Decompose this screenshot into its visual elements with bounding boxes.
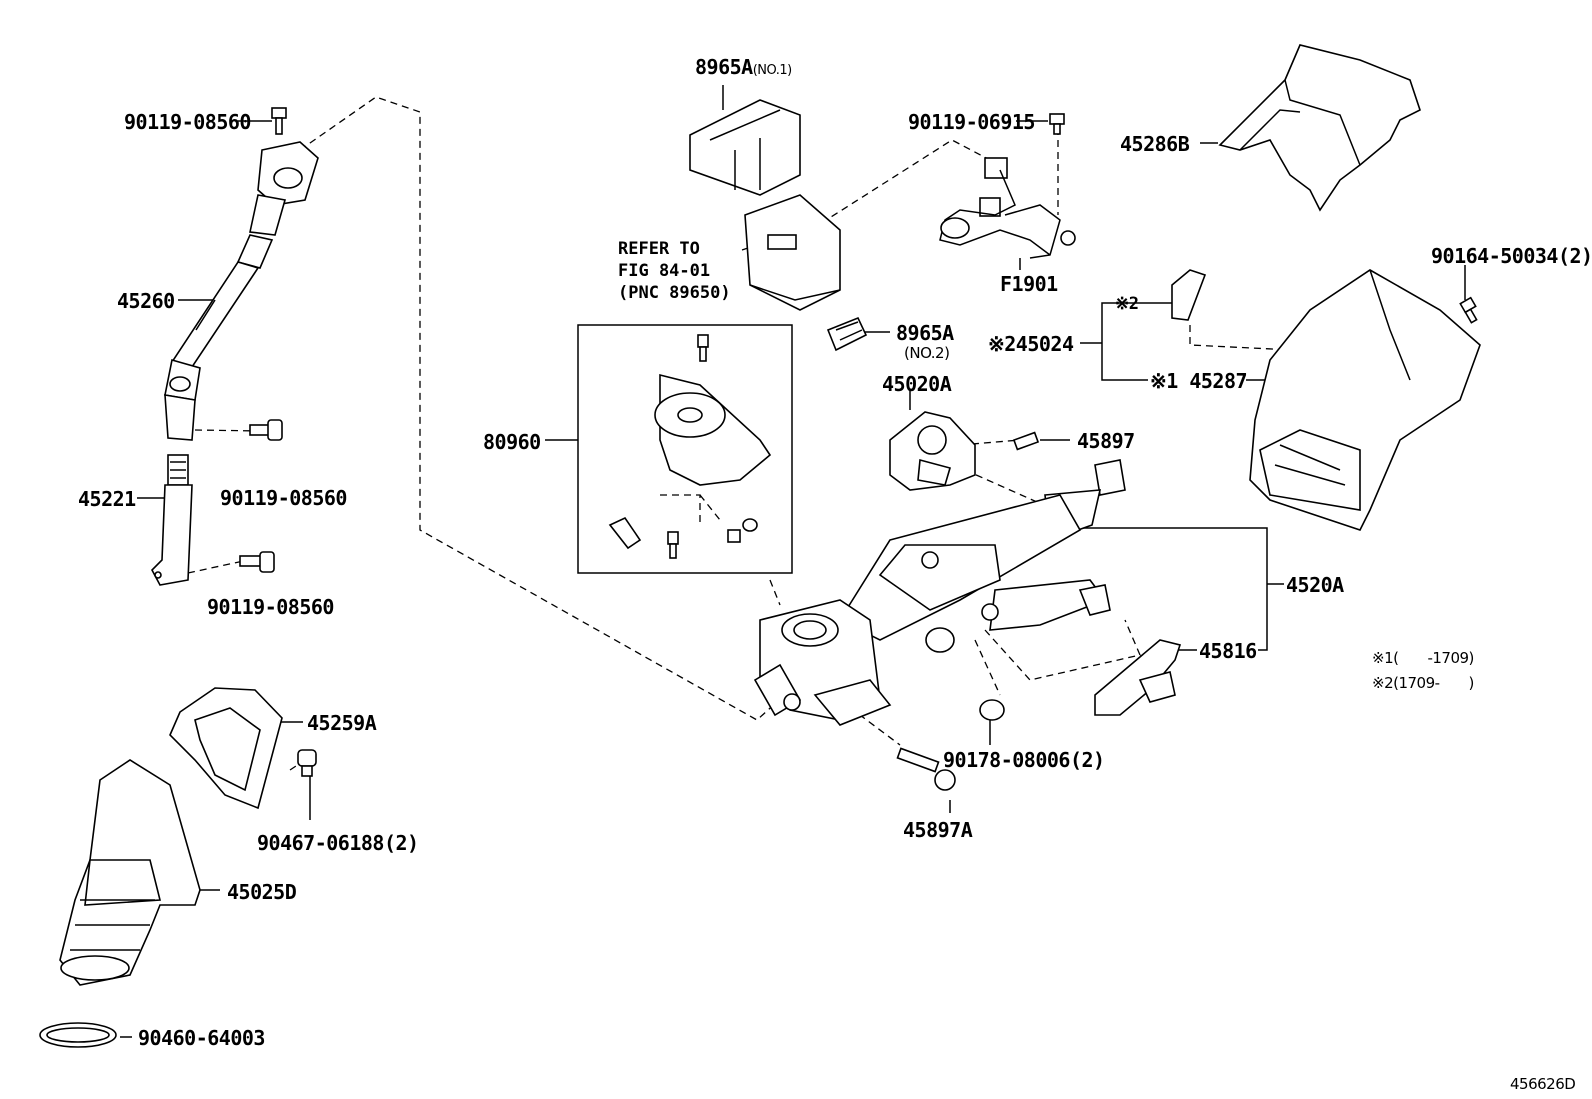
refer-line-2: FIG 84-01 (618, 261, 711, 281)
label-4520A[interactable]: 4520A (1286, 573, 1344, 597)
clip-90467-06188 (297, 749, 317, 777)
cover-8965A-no1 (689, 99, 801, 196)
label-8965A-no1[interactable]: 8965A(NO.1) (695, 57, 792, 77)
shaft-45221 (151, 454, 193, 586)
label-90467-06188[interactable]: 90467-06188(2) (257, 831, 419, 855)
label-45816[interactable]: 45816 (1199, 639, 1257, 663)
label-F1901[interactable]: F1901 (1000, 272, 1058, 296)
boot-45025D (59, 759, 201, 986)
label-8965A-no1-text: 8965A (695, 55, 753, 79)
label-45024-small: ※2 (1115, 294, 1139, 314)
label-90164-50034[interactable]: 90164-50034(2) (1431, 244, 1592, 268)
label-45024 (1171, 269, 1207, 321)
label-90119-08560-bot[interactable]: 90119-08560 (207, 595, 334, 619)
nut-90178-08006 (979, 699, 1005, 721)
refer-line-1: REFER TO (618, 239, 700, 259)
label-90460-64003[interactable]: 90460-64003 (138, 1026, 265, 1050)
pin-45897 (1012, 431, 1040, 451)
label-8965A-no2-suffix: (NO.2) (904, 344, 950, 362)
refer-note[interactable]: REFER TO FIG 84-01 (PNC 89650) (618, 238, 731, 304)
label-45020A[interactable]: 45020A (882, 372, 952, 396)
figure-id: 456626D (1510, 1075, 1576, 1093)
label-90178-08006[interactable]: 90178-08006(2) (943, 748, 1105, 772)
label-45221[interactable]: 45221 (78, 487, 136, 511)
label-45259A[interactable]: 45259A (307, 711, 377, 735)
clamp-90460-64003 (39, 1022, 117, 1048)
wire-harness-F1901 (939, 157, 1076, 259)
label-80960[interactable]: 80960 (483, 430, 541, 454)
label-45025D[interactable]: 45025D (227, 880, 297, 904)
label-45286B[interactable]: 45286B (1120, 132, 1190, 156)
bolt-90119-08560-mid (249, 419, 283, 441)
footnote-2: ※2(1709- ) (1372, 674, 1474, 692)
refer-line-3: (PNC 89650) (618, 283, 731, 303)
label-45260[interactable]: 45260 (117, 289, 175, 313)
label-90119-06915[interactable]: 90119-06915 (908, 110, 1035, 134)
bolt-45897A (896, 747, 956, 791)
label-90119-08560-mid[interactable]: 90119-08560 (220, 486, 347, 510)
screw-90119-06915 (1049, 113, 1065, 135)
bolt-90119-08560-top (271, 107, 287, 135)
lock-45020A (889, 411, 976, 491)
intermediate-shaft-45260 (164, 141, 319, 441)
label-8965A-no2[interactable]: 8965A (896, 321, 954, 345)
bolt-90119-08560-bot (239, 551, 275, 573)
screw-90164-50034 (1459, 296, 1478, 324)
label-45897[interactable]: 45897 (1077, 429, 1135, 453)
upper-cover-45286B (1218, 44, 1421, 212)
label-45897A[interactable]: 45897A (903, 818, 973, 842)
hole-cover-45259A (169, 687, 283, 810)
ecu-refer-89650 (744, 194, 841, 311)
motor-box-80960 (577, 324, 793, 574)
steering-column-4520A (753, 459, 1126, 726)
bracket-45816 (1094, 639, 1182, 716)
label-45024[interactable]: ※245024 (988, 332, 1074, 356)
bracket-8965A-no2 (826, 316, 868, 352)
label-45287[interactable]: ※1 45287 (1150, 369, 1248, 393)
lower-cover-45287 (1249, 269, 1481, 531)
label-90119-08560-top[interactable]: 90119-08560 (124, 110, 251, 134)
label-8965A-no1-suffix: (NO.1) (752, 63, 792, 78)
footnote-1: ※1( -1709) (1372, 649, 1474, 667)
